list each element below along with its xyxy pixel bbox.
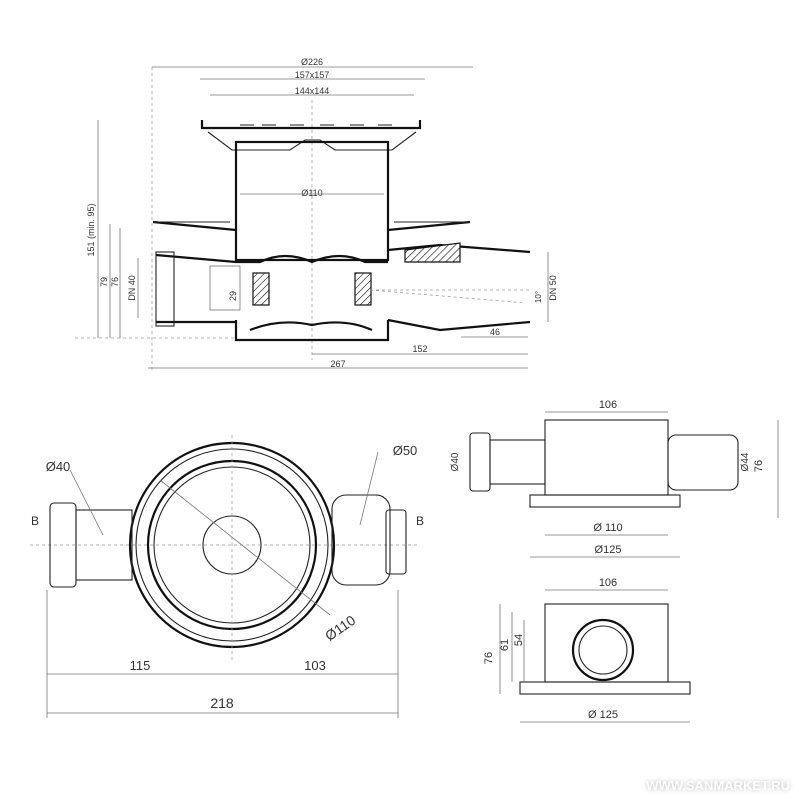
dim-l-267: 267 xyxy=(330,359,345,369)
dim-grate-157: 157x157 xyxy=(295,70,330,80)
dim-l-46: 46 xyxy=(490,327,500,337)
dim-height-151: 151 (min. 95) xyxy=(86,203,96,256)
dim-h-61: 61 xyxy=(499,639,511,651)
dim-h-54: 54 xyxy=(513,634,525,646)
dim-l-103: 103 xyxy=(304,658,326,673)
section-marker-left: B xyxy=(31,514,39,528)
dim-dia-226: Ø226 xyxy=(301,57,323,67)
dim-dia-44: Ø44 xyxy=(740,452,751,471)
dim-w-106-front: 106 xyxy=(599,577,617,589)
dim-dia-40-side: Ø40 xyxy=(450,452,461,471)
dim-angle-10: 10° xyxy=(534,291,543,303)
dim-dia-125-side: Ø125 xyxy=(595,544,622,556)
section-view: Ø226 157x157 144x144 Ø110 29 10° DN xyxy=(75,57,558,370)
dim-dn-40: DN 40 xyxy=(127,275,137,301)
dim-dia-110-plan: Ø110 xyxy=(322,612,359,644)
side-view: 106 Ø40 Ø44 76 Ø 110 Ø125 xyxy=(450,399,779,558)
section-marker-right: B xyxy=(416,514,424,528)
dim-h-29: 29 xyxy=(228,291,238,301)
dim-h-79: 79 xyxy=(99,277,109,287)
plan-view: Ø40 Ø50 B B Ø110 115 103 218 xyxy=(30,435,424,718)
dim-dia-40: Ø40 xyxy=(46,459,71,474)
dim-grate-144: 144x144 xyxy=(295,86,330,96)
dim-l-152: 152 xyxy=(412,344,427,354)
dim-dia-110: Ø110 xyxy=(301,188,322,198)
dim-h-76-front: 76 xyxy=(483,652,495,664)
dim-h-76-side: 76 xyxy=(753,460,765,472)
dim-dia-125-front: Ø 125 xyxy=(588,709,618,721)
dim-dia-110-side: Ø 110 xyxy=(593,522,622,534)
dim-l-218: 218 xyxy=(210,695,234,711)
dim-dia-50: Ø50 xyxy=(393,443,418,458)
dim-h-76: 76 xyxy=(110,277,120,287)
watermark: WWW.SANMARKET.RU xyxy=(646,778,790,793)
dim-l-115: 115 xyxy=(130,658,151,673)
front-view: 106 76 61 54 Ø 125 xyxy=(483,577,691,723)
dim-dn-50: DN 50 xyxy=(548,275,558,301)
dim-w-106-side: 106 xyxy=(599,399,617,411)
